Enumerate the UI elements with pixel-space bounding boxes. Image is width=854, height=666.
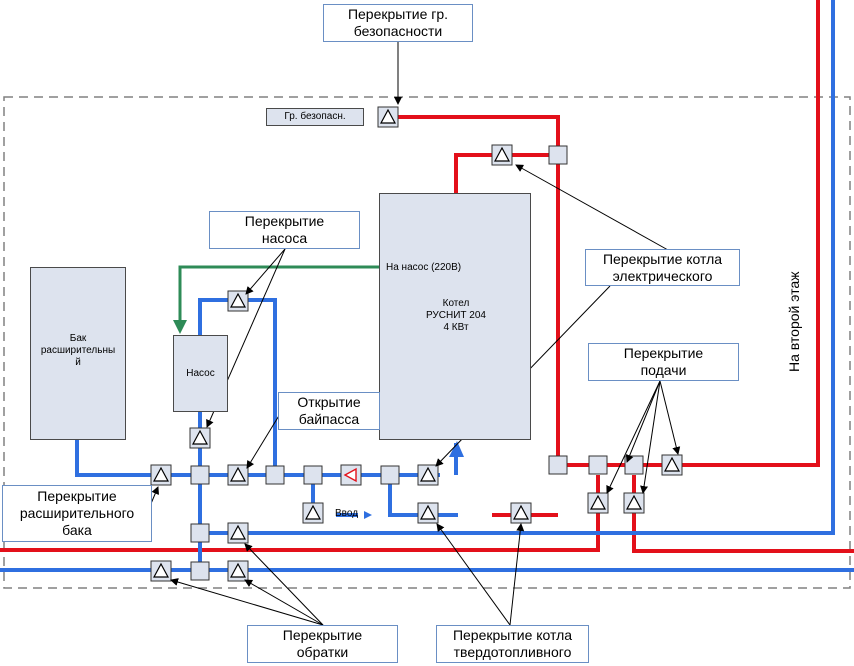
callout-pump-shutoff: Перекрытие насоса [209,211,360,249]
callout-bypass-opening: Открытие байпасса [278,392,380,430]
pump: Насос [173,335,228,412]
inlet-label: Ввод [335,508,359,519]
second-floor-label: На второй этаж [786,271,802,372]
boiler-name: Котел РУСНИТ 204 4 КВт [425,298,486,333]
callout-return-shutoff: Перекрытие обратки [247,625,398,663]
check-valve [340,464,362,486]
callout-safety-group-shutoff: Перекрытие гр. безопасности [323,4,473,42]
safety-group-box: Гр. безопасн. [266,108,364,126]
power-line [178,265,382,324]
flow-arrow-icon [449,441,464,457]
callout-expansion-tank-shutoff: Перекрытие расширительного бака [2,485,152,542]
boiler: На насос (220В) Котел РУСНИТ 204 4 КВт [379,193,531,440]
callout-supply-shutoff: Перекрытие подачи [588,343,739,381]
boiler-room-boundary [3,96,851,589]
power-arrow-icon [173,320,187,334]
expansion-tank: Бак расширительны й [30,267,126,440]
callout-solid-fuel-boiler-shutoff: Перекрытие котла твердотопливного [436,625,589,663]
inlet-arrow-icon [364,511,372,519]
boiler-pump-power-label: На насос (220В) [386,262,462,273]
callout-electric-boiler-shutoff: Перекрытие котла электрического [585,249,740,286]
